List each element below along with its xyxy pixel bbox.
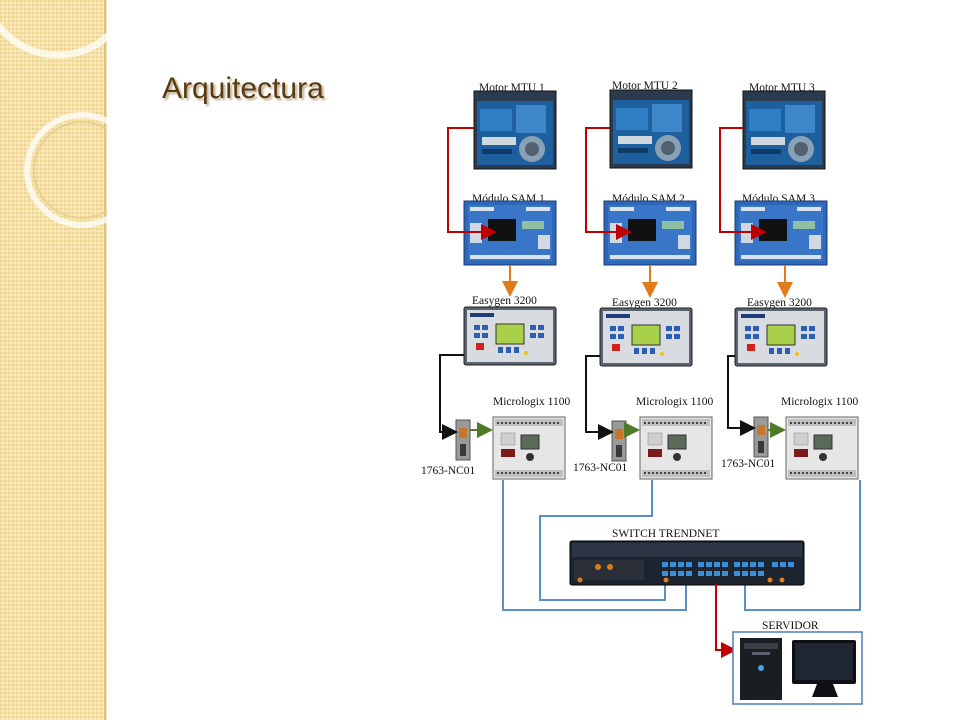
motor-3-image [742,90,826,170]
micrologix-1-label: Micrologix 1100 [493,396,570,408]
nc01-3-image [753,416,769,458]
easygen-1-to-nc01-1-link [439,354,464,440]
nc01-1-label: 1763-NC01 [421,465,476,477]
micrologix-3-image [785,416,859,480]
switch-to-server-link [715,584,737,658]
motor-2-label: Motor MTU 2 [612,80,678,92]
motor-1-image [473,90,557,170]
ethernet-link-plc-1 [502,480,687,611]
easygen-2-image [599,307,693,367]
motor-2-image [609,89,693,169]
easygen-1-image [463,306,557,366]
micrologix-1-image [492,416,566,480]
easygen-1-label: Easygen 3200 [472,295,537,307]
micrologix-2-image [639,416,713,480]
ethernet-link-plc-3 [744,480,861,611]
micrologix-2-label: Micrologix 1100 [636,396,713,408]
ethernet-link-plc-2 [539,480,666,601]
server-image [732,631,863,705]
switch-label: SWITCH TRENDNET [612,528,719,540]
ethernet-links [502,480,861,611]
easygen-3-label: Easygen 3200 [747,297,812,309]
easygen-2-label: Easygen 3200 [612,297,677,309]
motor-2-to-sam-2-link [585,127,632,240]
easygen-2-to-nc01-2-link [585,355,614,440]
server-label: SERVIDOR [762,620,819,632]
easygen-3-image [734,307,828,367]
column-2: Motor MTU 2 Módulo SAM 2 Easygen 3200 Mi… [573,80,713,480]
nc01-1-image [455,419,471,461]
switch-image [569,540,805,586]
slide-title: Arquitectura [162,72,324,105]
easygen-3-to-nc01-3-link [727,355,756,436]
nc01-3-label: 1763-NC01 [721,458,776,470]
sidebar-pattern [0,0,107,720]
nc01-2-image [611,420,627,462]
decorative-sidebar [0,0,107,720]
micrologix-3-label: Micrologix 1100 [781,396,858,408]
nc01-2-label: 1763-NC01 [573,462,628,474]
motor-1-to-sam-1-link [447,127,497,240]
motor-3-to-sam-3-link [719,127,767,240]
column-1: Motor MTU 1 Módulo SAM 1 Easygen 3200 Mi… [421,82,570,480]
column-3: Motor MTU 3 Módulo SAM 3 Easygen 3200 Mi… [719,82,859,480]
